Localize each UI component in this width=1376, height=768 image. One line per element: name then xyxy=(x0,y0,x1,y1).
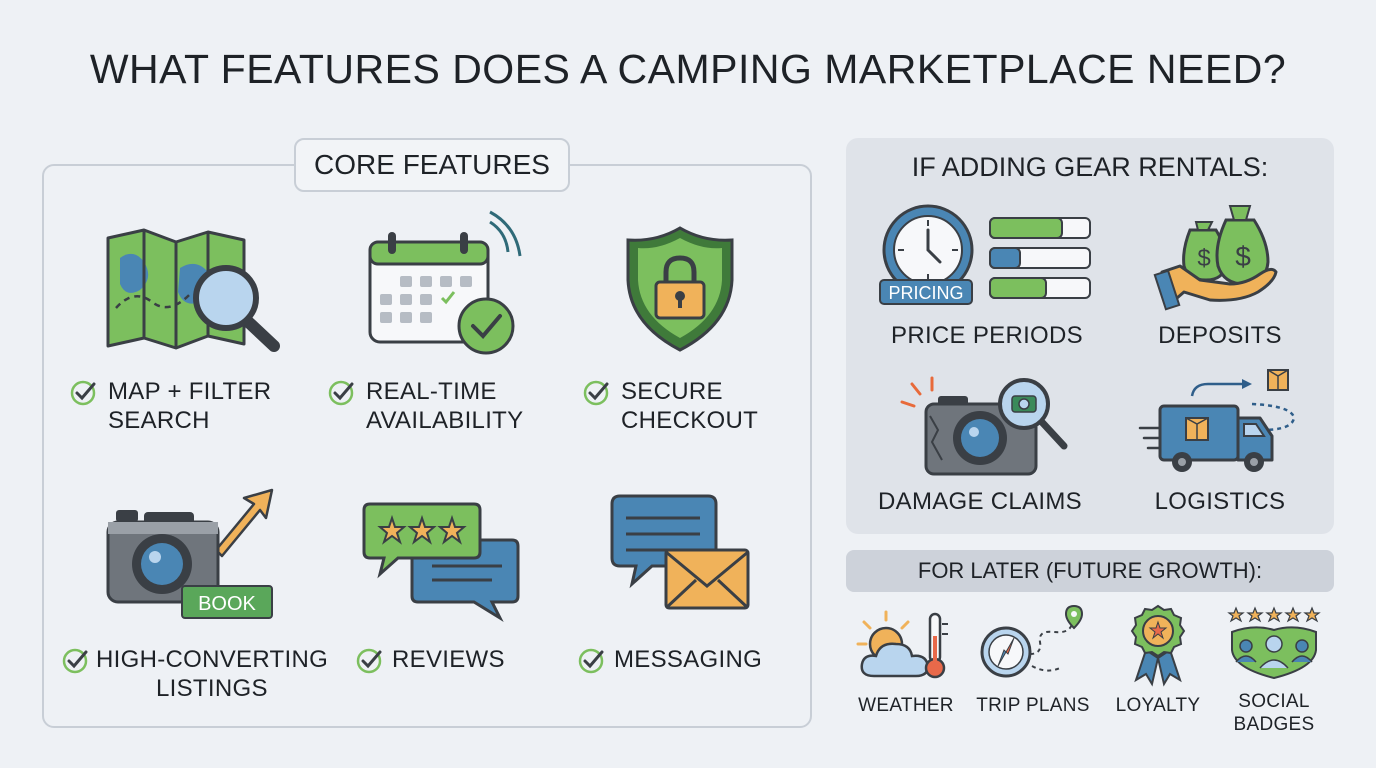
check-icon xyxy=(62,648,88,674)
message-envelope-icon xyxy=(610,494,750,610)
gear-rentals-heading: IF ADDING GEAR RENTALS: xyxy=(911,152,1269,182)
core-features-heading: CORE FEATURES xyxy=(294,138,570,192)
camera-book-icon: BOOK xyxy=(106,488,274,619)
feature-real-time-availability: REAL-TIME AVAILABILITY xyxy=(328,377,523,435)
future-loyalty: LOYALTY xyxy=(1115,695,1201,716)
map-search-icon xyxy=(106,228,280,352)
book-badge-label: BOOK xyxy=(198,593,256,615)
future-growth-heading: FOR LATER (FUTURE GROWTH): xyxy=(846,550,1334,592)
check-icon xyxy=(356,648,382,674)
loyalty-ribbon-icon xyxy=(1130,604,1186,687)
compass-route-icon xyxy=(980,604,1084,678)
feature-messaging: MESSAGING xyxy=(578,645,762,674)
future-weather: WEATHER xyxy=(858,695,954,716)
damaged-camera-icon xyxy=(900,376,1068,476)
calendar-check-icon xyxy=(368,210,522,355)
future-social-badges: SOCIAL BADGES xyxy=(1233,691,1315,735)
check-icon xyxy=(328,380,354,406)
check-icon xyxy=(578,648,604,674)
clock-pricing-icon: PRICING xyxy=(879,204,1091,305)
money-hand-icon: $ $ xyxy=(1153,205,1278,311)
gear-deposits: DEPOSITS xyxy=(1158,322,1282,349)
gear-price-periods: PRICE PERIODS xyxy=(891,322,1083,349)
svg-text:$: $ xyxy=(1197,245,1210,272)
social-badges-icon xyxy=(1227,606,1321,680)
weather-icon xyxy=(856,610,948,679)
check-icon xyxy=(583,380,609,406)
check-icon xyxy=(70,380,96,406)
feature-reviews: REVIEWS xyxy=(356,645,505,674)
gear-damage-claims: DAMAGE CLAIMS xyxy=(878,488,1082,515)
feature-map-filter-search: MAP + FILTER SEARCH xyxy=(70,377,271,435)
feature-secure-checkout: SECURE CHECKOUT xyxy=(583,377,758,435)
future-trip-plans: TRIP PLANS xyxy=(976,695,1090,716)
delivery-truck-icon xyxy=(1138,369,1296,472)
review-bubbles-icon xyxy=(362,502,520,623)
pricing-badge-label: PRICING xyxy=(888,283,963,303)
gear-logistics: LOGISTICS xyxy=(1154,488,1286,515)
shield-lock-icon xyxy=(626,226,734,352)
svg-text:$: $ xyxy=(1235,241,1251,272)
feature-high-converting-listings: HIGH-CONVERTING LISTINGS xyxy=(62,645,328,703)
page-title: WHAT FEATURES DOES A CAMPING MARKETPLACE… xyxy=(89,46,1287,92)
